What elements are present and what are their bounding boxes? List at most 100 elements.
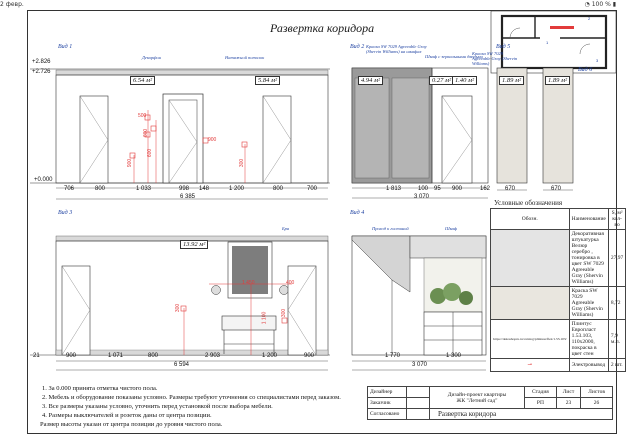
dim-total: 6 594 [174,362,190,368]
view3-label: Вид 3 [58,210,73,216]
stamp-value: 23 [555,397,582,409]
area-label: 4.94 м² [358,76,384,85]
note-line: 4. Размеры выключателей и розеток даны о… [42,412,212,419]
dim-value: 1 200 [262,353,278,359]
battery-icon: ▮ [612,1,616,8]
legend-qty: 27,97 [607,229,626,287]
vdim: 300 [239,158,246,168]
status-date: 2 февр. [0,1,24,8]
dim-total: 6 385 [180,194,196,200]
dim-value: 998 [179,186,190,192]
stamp-sheet-name: Развертка коридора [429,408,613,420]
plinth-url: https://dekoshopru.ru/catalog/plintusa/f… [490,319,570,359]
stamp-value: 26 [580,397,613,409]
view4-drawing [351,235,487,371]
area-label: 1.89 м² [545,76,571,85]
dim-value: 700 [307,186,318,192]
dim-value: 1 071 [108,353,124,359]
vdim: 500 [138,113,147,119]
legend-name: Плинтус Европласт 1.53.103, 110x2000, по… [568,319,609,359]
legend-col: Обозн. [490,208,570,230]
dim-value: 1 033 [136,186,152,192]
vdim: 400 [286,280,295,286]
legend-qty: 7,9 м.п. [607,319,626,359]
dim-value: 21 [33,353,40,359]
dim-value: 900 [66,353,77,359]
dim-value: 148 [199,186,210,192]
dim-total: 3 070 [414,194,430,200]
vdim: 1 100 [261,311,268,325]
callout-label: Бра [282,226,290,231]
sheet-title: Развертка коридора [270,21,375,35]
dim-value: 100 [418,186,429,192]
title-block: Дизайнер Дизайн-проект квартиры ЖК "Летн… [367,386,613,420]
view5-drawing [496,67,528,191]
legend-col: Наименование [568,208,609,230]
svg-text:2: 2 [588,16,591,21]
legend-title: Условные обозначения [494,199,563,207]
dim-value: 95 [434,186,441,192]
vdim: 600 [147,148,154,158]
legend-row: ⊸ Электровывод 2 шт. [490,358,626,372]
legend-qty: 8,72 [607,286,626,320]
dim-value: 670 [505,186,516,192]
legend-row: Декоративная штукатурка Велюр серебро , … [490,229,626,287]
stamp-value: РП [524,397,557,409]
battery-indicator: ◔ 100 % ▮ [585,1,616,8]
view6-label: Вид 6 [578,67,593,73]
legend-name: Декоративная штукатурка Велюр серебро , … [568,229,609,287]
callout-label: Декорфон [142,55,161,60]
legend-header: Обозн. Наименование S, м² кол-во [490,208,626,230]
callout-label: Шкаф с зеркальными дверьми [425,54,483,59]
stamp-role: Согласовано [367,408,407,420]
dim-value: 670 [551,186,562,192]
vdim: 300 [281,308,288,318]
view3-drawing [30,235,330,371]
callout-label: Шкаф [445,226,458,231]
note-line: 3. Все размеры указаны условно, уточнить… [42,403,273,410]
area-label: 1.89 м² [499,76,525,85]
legend-row: Краска SW 7029 Agreeable Gray (Shervin W… [490,286,626,320]
battery-text: 100 % [591,1,611,8]
swatch-paint [490,286,570,320]
legend-qty: 2 шт. [607,358,626,372]
stamp-project: Дизайн-проект квартиры ЖК "Летний сад" [429,386,525,409]
callout-label: Натяжной потолок [225,55,265,60]
legend-row: https://dekoshopru.ru/catalog/plintusa/f… [490,319,626,359]
wifi-icon: ◔ [584,1,590,8]
dim-total: 3 070 [412,362,428,368]
dim-value: 1 300 [446,353,462,359]
level-mark: +0.000 [34,177,53,183]
note-line: 2. Мебель и оборудование показаны условн… [42,394,341,401]
vdim: 600 [143,128,150,138]
dim-value: 800 [95,186,106,192]
note-line: Размер высоты указан от центра позиции д… [40,421,223,428]
stamp-head: Лист [555,386,582,398]
callout-label: Краска SW 7029 Agreeable Gray (Shervin W… [472,51,518,66]
outlet-icon: ⊸ [490,358,570,372]
legend-col: S, м² кол-во [607,208,626,230]
stamp-role: Дизайнер [367,386,407,398]
view1-drawing [30,68,330,200]
legend-name: Электровывод [568,358,609,372]
dim-value: 900 [452,186,463,192]
level-mark: +2.826 [32,59,51,65]
stamp-sign [406,408,430,420]
stamp-sign [406,386,430,398]
legend-name: Краска SW 7029 Agreeable Gray (Shervin W… [568,286,609,320]
area-label: 6.54 м² [130,76,156,85]
dim-value: 162 [480,186,491,192]
view2-label: Вид 2 [350,44,365,50]
vdim: 300 [175,303,182,313]
view5-label: Вид 5 [496,44,511,50]
legend-table: Обозн. Наименование S, м² кол-во Декорат… [490,208,626,372]
notes-block: 1. За 0.000 принята отметка чистого пола… [40,384,362,429]
dim-value: 900 [304,353,315,359]
dim-value: 1 200 [229,186,245,192]
key-plan: 2 1 3 [490,10,617,74]
complex-name: ЖК "Летний сад" [456,397,498,404]
vdim: 900 [208,137,217,143]
view2-drawing [351,67,489,199]
dim-value: 706 [64,186,75,192]
area-label: 5.84 м² [255,76,281,85]
